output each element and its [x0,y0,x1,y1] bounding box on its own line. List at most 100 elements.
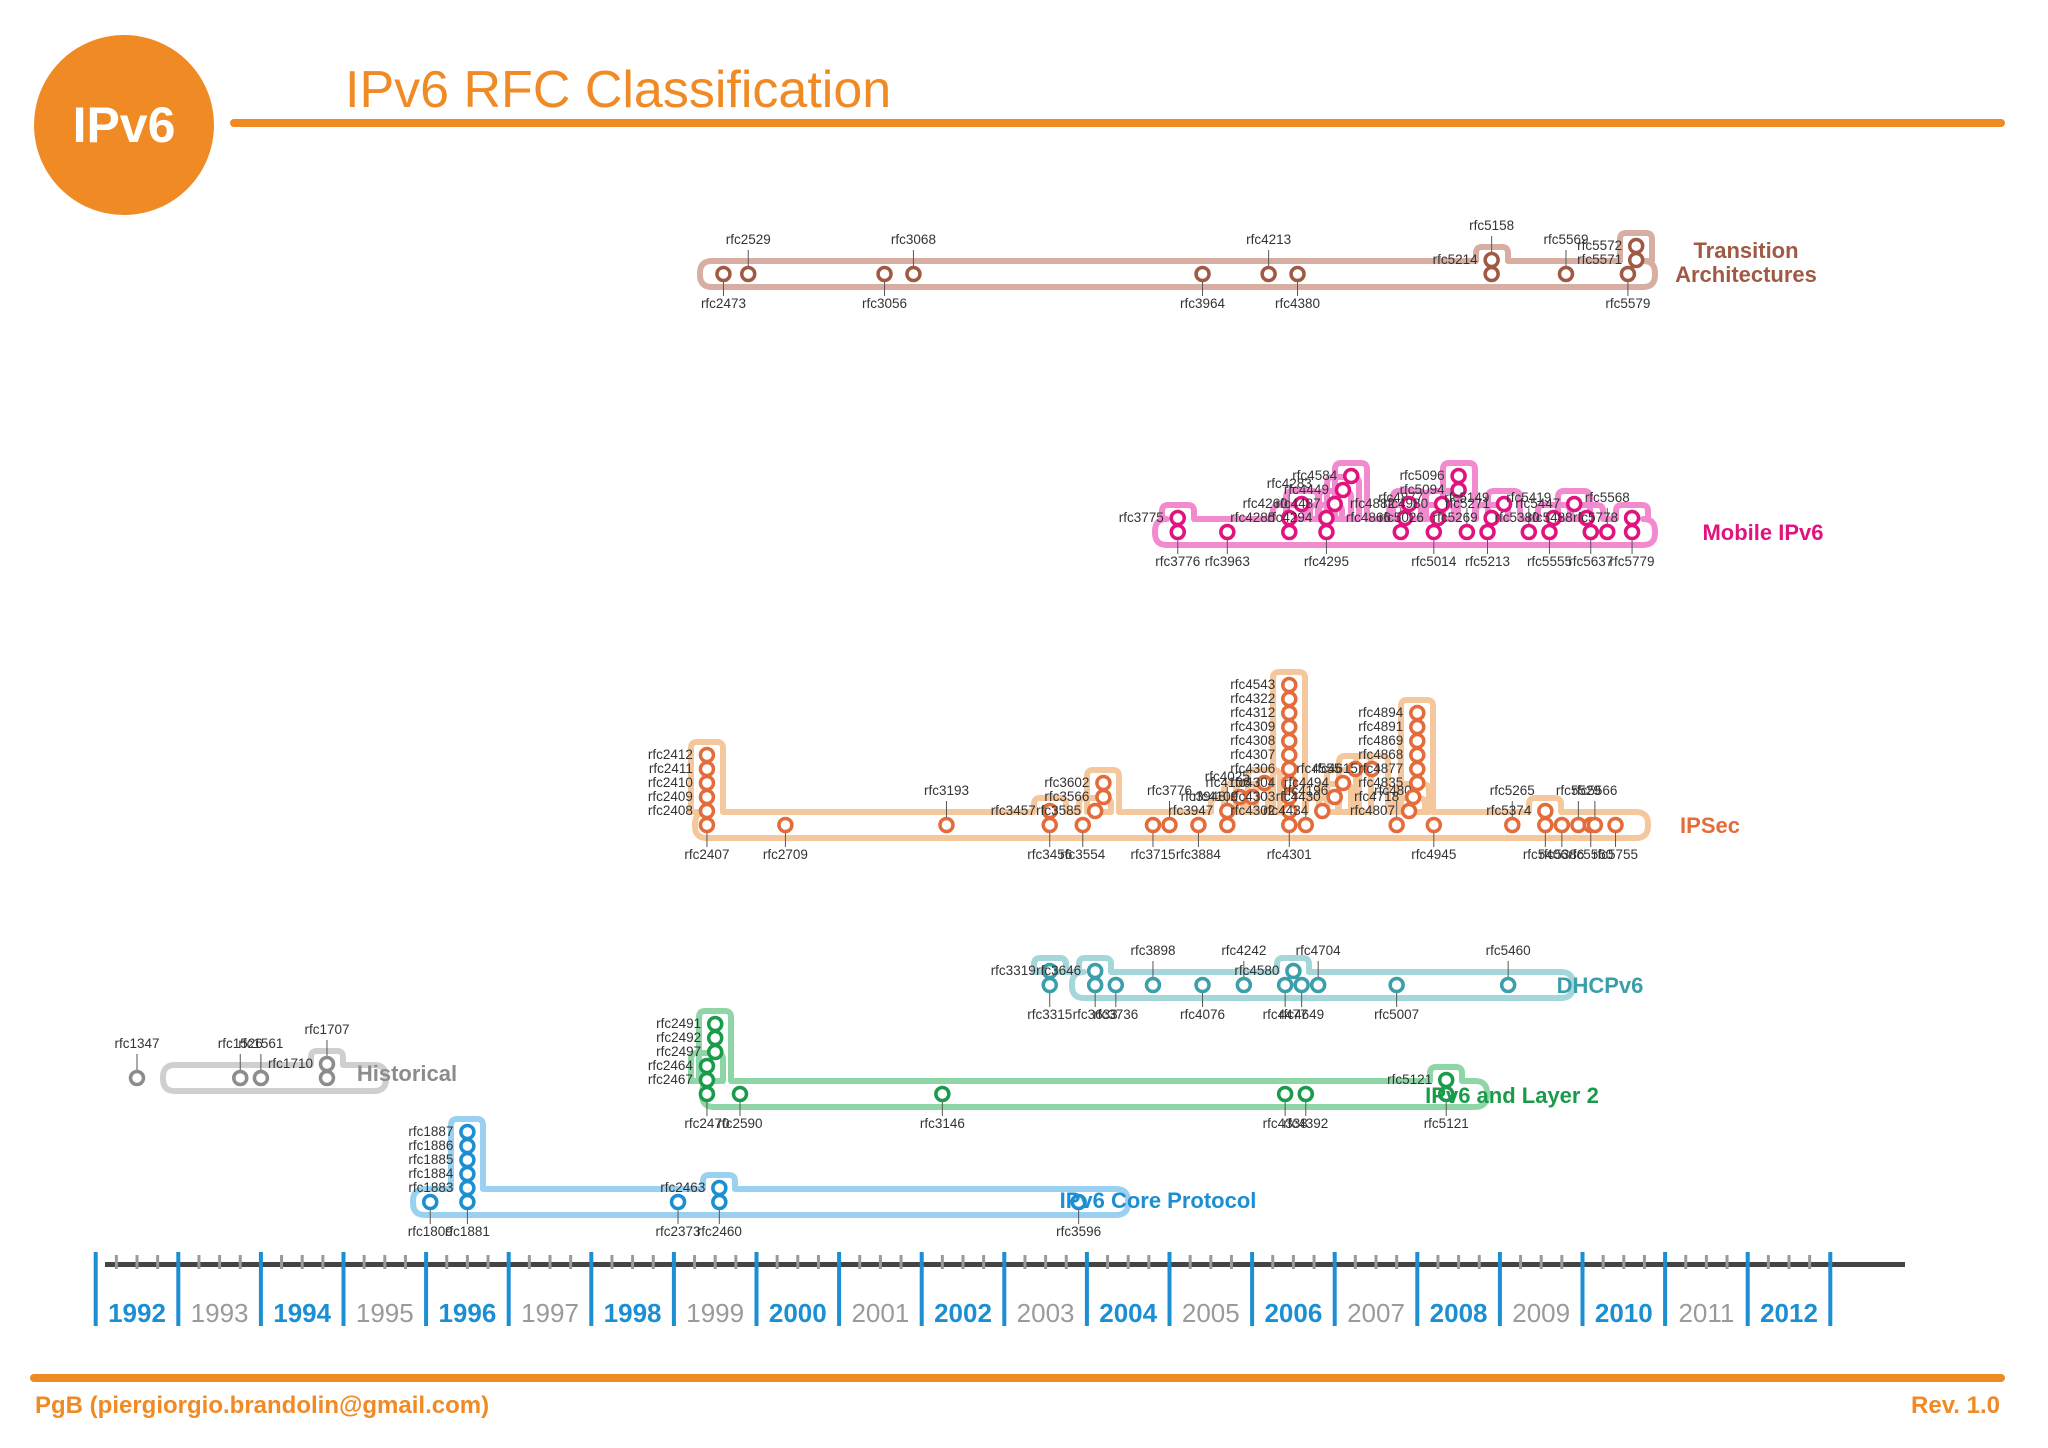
rfc-node[interactable] [1520,523,1538,541]
rfc-node[interactable] [1404,788,1422,806]
rfc-node[interactable] [876,265,893,283]
rfc-node[interactable] [698,1085,716,1103]
rfc-node[interactable] [1458,523,1476,541]
rfc-node[interactable] [698,802,716,820]
rfc-node[interactable] [1281,760,1298,778]
rfc-node[interactable] [1557,265,1575,283]
rfc-node[interactable] [698,788,716,806]
rfc-node[interactable] [1074,816,1092,834]
rfc-node[interactable] [1219,816,1236,834]
rfc-node[interactable] [1095,788,1112,806]
rfc-node[interactable] [1318,523,1335,541]
rfc-node[interactable] [1276,976,1294,994]
rfc-node[interactable] [934,1085,951,1103]
rfc-node[interactable] [706,1043,724,1061]
rfc-node[interactable] [1041,962,1058,980]
rfc-node[interactable] [1281,746,1298,764]
rfc-node[interactable] [1396,509,1414,527]
rfc-node[interactable] [1107,976,1125,994]
rfc-node[interactable] [1194,976,1211,994]
rfc-node[interactable] [1483,509,1500,527]
rfc-node[interactable] [1256,774,1273,792]
rfc-node[interactable] [1144,976,1162,994]
rfc-node[interactable] [1342,467,1360,485]
rfc-node[interactable] [1293,976,1310,994]
rfc-node[interactable] [1318,509,1335,527]
rfc-node[interactable] [1281,718,1298,736]
rfc-node[interactable] [1326,495,1343,513]
rfc-node[interactable] [1433,495,1451,513]
rfc-node[interactable] [739,265,757,283]
rfc-node[interactable] [1483,251,1500,269]
rfc-node[interactable] [711,1179,728,1197]
rfc-node[interactable] [1409,774,1426,792]
rfc-node[interactable] [318,1055,336,1073]
rfc-node[interactable] [1578,509,1595,527]
rfc-node[interactable] [698,816,716,834]
rfc-node[interactable] [1553,816,1571,834]
rfc-node[interactable] [1314,802,1331,820]
rfc-node[interactable] [706,1015,724,1033]
rfc-node[interactable] [1541,523,1558,541]
rfc-node[interactable] [1483,265,1500,283]
rfc-node[interactable] [1235,976,1253,994]
rfc-node[interactable] [1537,802,1554,820]
rfc-node[interactable] [1041,802,1058,820]
rfc-node[interactable] [1409,746,1426,764]
rfc-node[interactable] [1144,816,1162,834]
rfc-node[interactable] [1326,788,1343,806]
rfc-node[interactable] [698,774,716,792]
rfc-node[interactable] [318,1069,336,1087]
rfc-node[interactable] [1425,523,1443,541]
rfc-node[interactable] [1161,816,1178,834]
rfc-node[interactable] [1623,509,1641,527]
rfc-node[interactable] [938,816,955,834]
rfc-node[interactable] [1499,976,1517,994]
rfc-node[interactable] [1429,509,1447,527]
rfc-node[interactable] [1495,495,1513,513]
rfc-node[interactable] [459,1193,476,1211]
rfc-node[interactable] [1095,774,1112,792]
rfc-node[interactable] [1347,760,1364,778]
rfc-node[interactable] [1437,1071,1455,1089]
rfc-node[interactable] [1169,523,1187,541]
rfc-node[interactable] [1392,523,1410,541]
rfc-node[interactable] [1281,523,1298,541]
rfc-node[interactable] [459,1123,476,1141]
rfc-node[interactable] [1041,816,1058,834]
rfc-node[interactable] [459,1179,476,1197]
rfc-node[interactable] [1281,509,1298,527]
rfc-node[interactable] [711,1193,728,1211]
rfc-node[interactable] [1289,265,1306,283]
rfc-node[interactable] [1599,523,1616,541]
rfc-node[interactable] [698,760,716,778]
rfc-node[interactable] [1479,523,1496,541]
rfc-node[interactable] [1425,816,1443,834]
rfc-node[interactable] [1400,802,1418,820]
rfc-node[interactable] [459,1151,476,1169]
rfc-node[interactable] [1086,802,1104,820]
rfc-node[interactable] [1219,523,1236,541]
rfc-node[interactable] [698,746,716,764]
rfc-node[interactable] [459,1137,476,1155]
rfc-node[interactable] [1409,718,1426,736]
rfc-node[interactable] [1070,1193,1087,1211]
rfc-node[interactable] [1169,509,1187,527]
rfc-node[interactable] [1243,788,1261,806]
rfc-node[interactable] [1041,976,1058,994]
rfc-node[interactable] [1281,816,1298,834]
rfc-node[interactable] [1409,704,1426,722]
rfc-node[interactable] [459,1165,476,1183]
rfc-node[interactable] [1334,481,1352,499]
rfc-node[interactable] [1627,251,1645,269]
rfc-node[interactable] [232,1069,249,1087]
rfc-node[interactable] [1400,495,1418,513]
rfc-node[interactable] [1297,816,1315,834]
rfc-node[interactable] [1627,237,1645,255]
rfc-node[interactable] [1281,704,1298,722]
rfc-node[interactable] [1334,774,1352,792]
rfc-node[interactable] [1388,816,1405,834]
rfc-node[interactable] [1260,265,1277,283]
rfc-node[interactable] [1619,265,1637,283]
rfc-node[interactable] [1537,816,1554,834]
